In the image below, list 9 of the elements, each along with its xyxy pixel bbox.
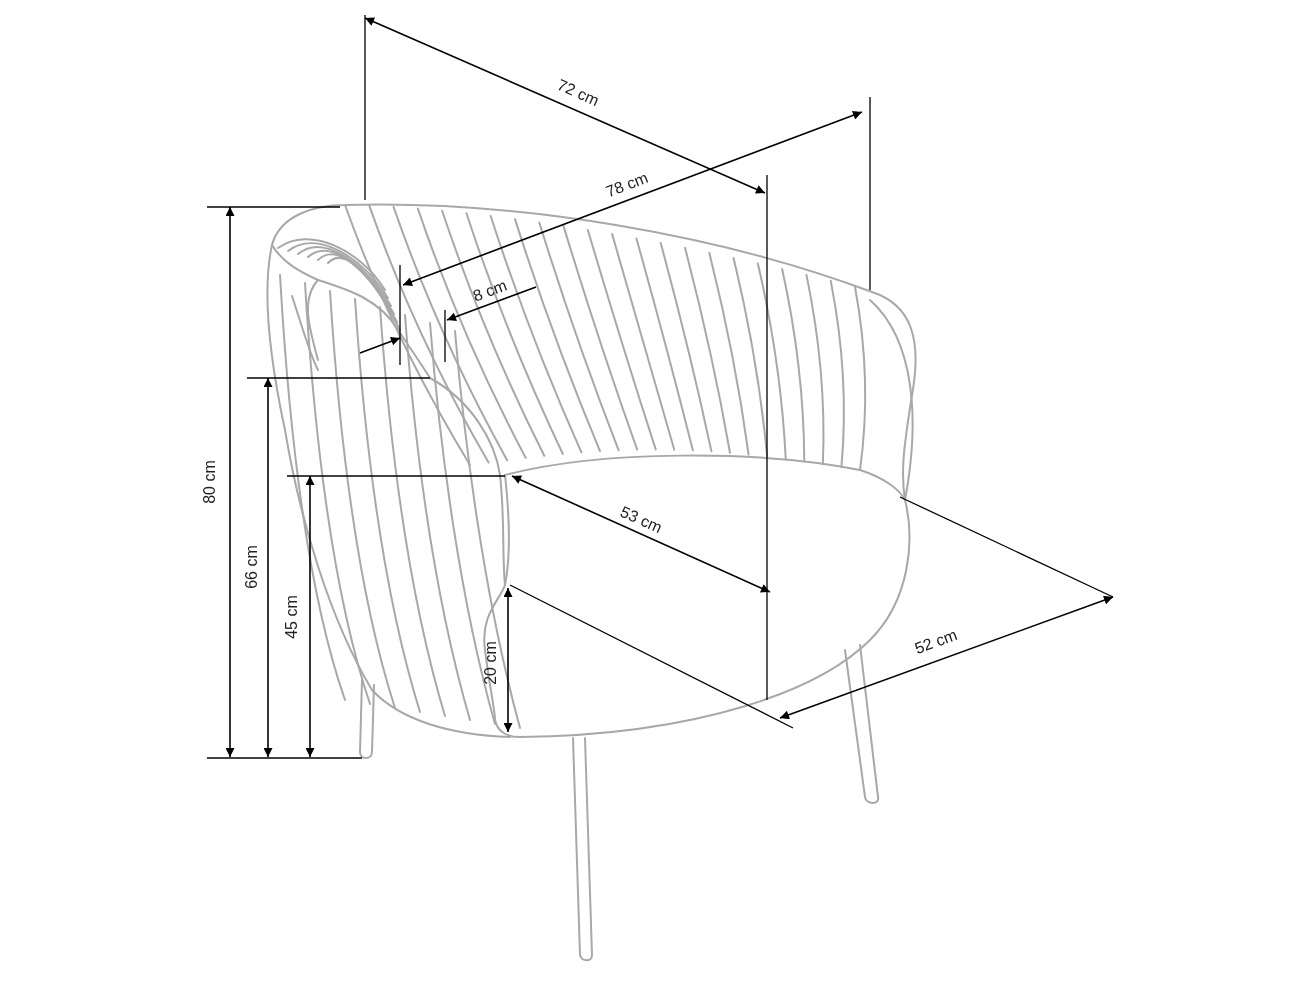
dimension-label: 20 cm — [482, 640, 500, 687]
dimension-label: 52 cm — [911, 625, 961, 659]
dimension-label: 66 cm — [243, 544, 261, 591]
dimension-label: 8 cm — [469, 275, 511, 307]
dimension-label: 45 cm — [283, 594, 301, 641]
dimension-label: 53 cm — [616, 502, 666, 538]
dimension-label: 80 cm — [201, 459, 219, 506]
dimension-label: 78 cm — [602, 168, 652, 202]
dimension-label: 72 cm — [553, 75, 603, 111]
